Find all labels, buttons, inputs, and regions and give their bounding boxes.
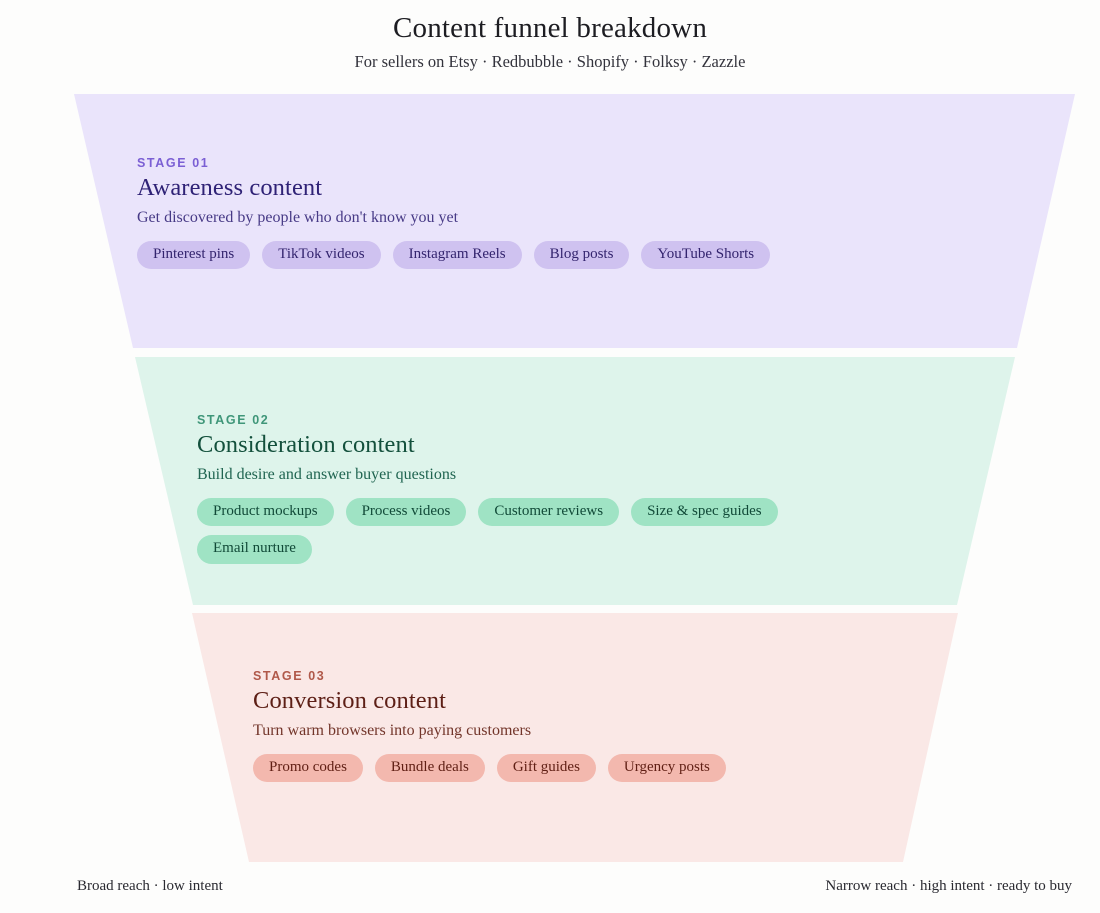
- stage-title: Awareness content: [137, 174, 323, 201]
- stage-description: Build desire and answer buyer questions: [197, 466, 457, 483]
- stage-content: STAGE 02 Consideration content Build des…: [197, 413, 837, 564]
- stage-chip-list: Promo codes Bundle deals Gift guides Urg…: [253, 754, 726, 783]
- stage-chip[interactable]: Blog posts: [533, 241, 630, 270]
- stage-description: Turn warm browsers into paying customers: [253, 722, 532, 739]
- stage-title: Conversion content: [253, 687, 447, 714]
- funnel-stage-conversion[interactable]: STAGE 03 Conversion content Turn warm br…: [192, 613, 958, 862]
- stage-chip[interactable]: Bundle deals: [374, 754, 485, 783]
- stage-chip[interactable]: Gift guides: [496, 754, 596, 783]
- stage-chip-list: Product mockups Process videos Customer …: [197, 498, 837, 564]
- stage-chip[interactable]: Promo codes: [253, 754, 363, 783]
- stage-body: STAGE 03 Conversion content Turn warm br…: [192, 613, 958, 862]
- stage-chip[interactable]: Product mockups: [197, 498, 334, 527]
- page-subtitle: For sellers on Etsy · Redbubble · Shopif…: [354, 52, 746, 71]
- funnel-stage-awareness[interactable]: STAGE 01 Awareness content Get discovere…: [74, 94, 1075, 348]
- stage-chip[interactable]: Customer reviews: [478, 498, 620, 527]
- funnel-footer: Broad reach · low intent Narrow reach · …: [0, 878, 1100, 908]
- stage-chip[interactable]: YouTube Shorts: [641, 241, 771, 270]
- stage-chip[interactable]: TikTok videos: [262, 241, 381, 270]
- funnel-diagram: STAGE 01 Awareness content Get discovere…: [0, 94, 1100, 864]
- footer-note-right: Narrow reach · high intent · ready to bu…: [825, 878, 1072, 894]
- stage-body: STAGE 02 Consideration content Build des…: [135, 357, 1015, 605]
- stage-chip[interactable]: Pinterest pins: [137, 241, 251, 270]
- stage-body: STAGE 01 Awareness content Get discovere…: [74, 94, 1075, 348]
- stage-content: STAGE 01 Awareness content Get discovere…: [137, 156, 771, 270]
- stage-chip[interactable]: Process videos: [345, 498, 467, 527]
- page-title: Content funnel breakdown: [392, 12, 708, 44]
- stage-chip[interactable]: Instagram Reels: [392, 241, 522, 270]
- stage-chip[interactable]: Size & spec guides: [631, 498, 778, 527]
- stage-label: STAGE 01: [137, 156, 210, 170]
- stage-description: Get discovered by people who don't know …: [137, 209, 459, 226]
- stage-chip-list: Pinterest pins TikTok videos Instagram R…: [137, 241, 771, 270]
- stage-chip[interactable]: Email nurture: [197, 535, 312, 564]
- page-header: Content funnel breakdown For sellers on …: [0, 0, 1100, 72]
- stage-title: Consideration content: [197, 431, 415, 458]
- stage-label: STAGE 03: [253, 669, 326, 683]
- stage-content: STAGE 03 Conversion content Turn warm br…: [253, 669, 726, 783]
- stage-chip[interactable]: Urgency posts: [607, 754, 726, 783]
- footer-note-left: Broad reach · low intent: [77, 878, 223, 894]
- stage-label: STAGE 02: [197, 413, 270, 427]
- funnel-stage-consideration[interactable]: STAGE 02 Consideration content Build des…: [135, 357, 1015, 605]
